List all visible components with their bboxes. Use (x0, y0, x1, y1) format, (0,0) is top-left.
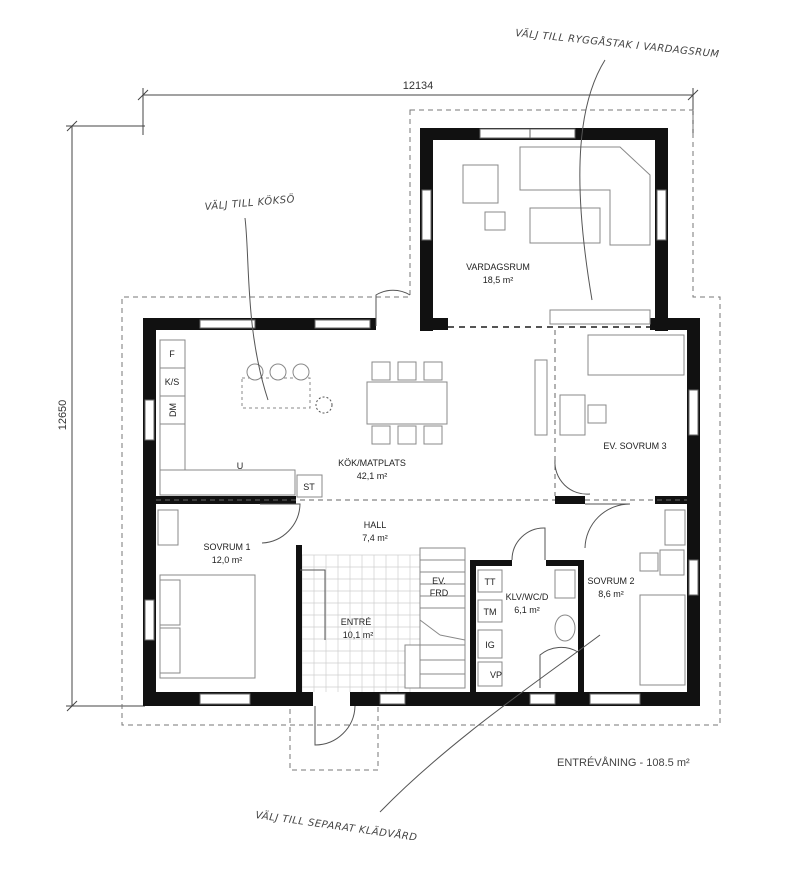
fixture-tt-label: TT (485, 577, 496, 587)
kitchen-furniture (159, 339, 548, 498)
note-ryggastak: VÄLJ TILL RYGGÅSTAK I VARDAGSRUM (515, 26, 720, 60)
fixture-u-label: U (237, 461, 244, 471)
room-sovrum1-area: 12,0 m² (212, 555, 243, 565)
fixture-dm-label: DM (168, 403, 178, 417)
room-klv-name: KLV/WC/D (506, 592, 549, 602)
fixture-vp-label: VP (490, 670, 502, 680)
windows (144, 128, 699, 705)
floor-area-label: ENTRÉVÅNING - 108.5 m² (557, 756, 690, 769)
fixture-labels: F K/S DM U ST TT TM IG VP (165, 349, 502, 680)
bathroom-fixtures (477, 569, 579, 688)
doors (260, 289, 631, 746)
sovrum3-furniture (559, 334, 685, 436)
room-entre-area: 10,1 m² (343, 630, 374, 640)
room-vardagsrum-name: VARDAGSRUM (466, 262, 530, 272)
room-kok-area: 42,1 m² (357, 471, 388, 481)
sovrum2-furniture (639, 509, 686, 686)
fixture-ig-label: IG (485, 640, 495, 650)
room-labels: VARDAGSRUM 18,5 m² KÖK/MATPLATS 42,1 m² … (203, 262, 666, 640)
notes: VÄLJ TILL RYGGÅSTAK I VARDAGSRUM VÄLJ TI… (204, 26, 720, 844)
roof-outline (121, 109, 721, 771)
vardagsrum-furniture (462, 146, 651, 325)
fixture-tm-label: TM (484, 607, 497, 617)
dimension-top: 12134 (137, 80, 699, 135)
sovrum1-furniture (157, 509, 256, 679)
fixture-st-label: ST (303, 482, 315, 492)
dimension-left: 12650 (57, 120, 145, 712)
fixture-ks-label: K/S (165, 377, 180, 387)
staircase (404, 547, 466, 689)
note-kladvard: VÄLJ TILL SEPARAT KLÄDVÅRD (255, 808, 419, 844)
room-sovrum3-name: EV. SOVRUM 3 (603, 441, 666, 451)
room-hall-area: 7,4 m² (362, 533, 388, 543)
room-evfrd-name: EV. (432, 576, 446, 586)
room-evfrd-name2: FRD (430, 588, 449, 598)
room-kok-name: KÖK/MATPLATS (338, 458, 406, 468)
room-klv-area: 6,1 m² (514, 605, 540, 615)
room-vardagsrum-area: 18,5 m² (483, 275, 514, 285)
fixture-f-label: F (169, 349, 175, 359)
room-entre-name: ENTRÉ (341, 617, 372, 627)
note-kokso: VÄLJ TILL KÖKSÖ (204, 192, 295, 213)
room-sovrum2-area: 8,6 m² (598, 589, 624, 599)
dimension-width-label: 12134 (403, 80, 434, 92)
dimension-height-label: 12650 (57, 400, 69, 431)
room-hall-name: HALL (364, 520, 387, 530)
room-sovrum1-name: SOVRUM 1 (203, 542, 250, 552)
room-sovrum2-name: SOVRUM 2 (587, 576, 634, 586)
